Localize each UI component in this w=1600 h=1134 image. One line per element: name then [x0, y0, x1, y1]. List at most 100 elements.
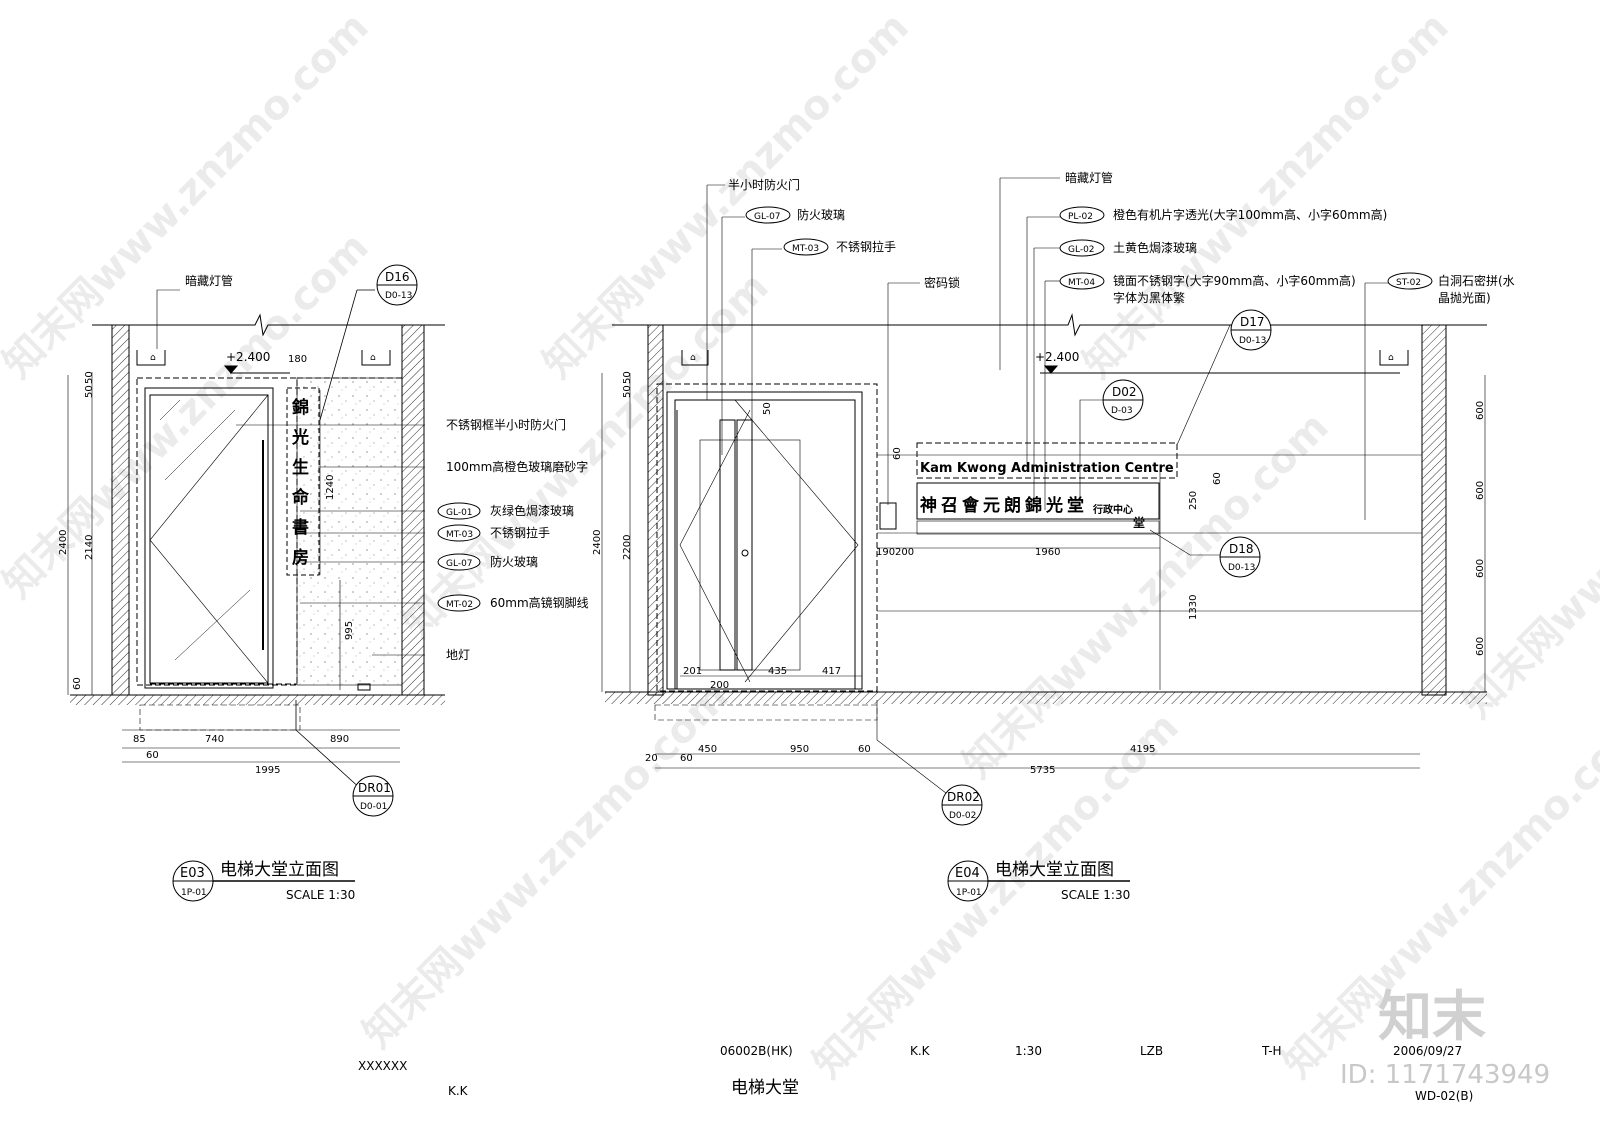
note-text: 不锈钢拉手 — [836, 239, 896, 254]
svg-text:GL-01: GL-01 — [446, 508, 473, 518]
sign-char: 房 — [292, 547, 309, 568]
dim-text: 60 — [1212, 472, 1223, 485]
e03-title: E03 1P-01 电梯大堂立面图 SCALE 1:30 — [172, 860, 355, 902]
svg-text:⌂: ⌂ — [1388, 353, 1394, 363]
material-tag: MT-02 — [437, 594, 481, 612]
svg-text:DR01: DR01 — [358, 781, 391, 795]
dim-text: 60 — [680, 753, 693, 764]
sign-english: Kam Kwong Administration Centre — [920, 461, 1174, 476]
dim-text: 190 — [876, 547, 895, 558]
dim-text: 201 — [683, 666, 702, 677]
material-tag: MT-03 — [437, 524, 481, 542]
dim-text: 60 — [858, 744, 871, 755]
material-tag: ST-02 — [1387, 272, 1433, 290]
note-text: 地灯 — [446, 648, 470, 662]
dim-text: 1995 — [255, 765, 280, 776]
svg-text:MT-03: MT-03 — [446, 530, 473, 540]
svg-text:D17: D17 — [1240, 315, 1265, 329]
dim-text: 417 — [822, 666, 841, 677]
note-text: 防火玻璃 — [797, 207, 845, 222]
callout-d18: D18 D0-13 — [1219, 536, 1261, 578]
note-text: 白洞石密拼(水 — [1438, 273, 1515, 288]
dim-text: 435 — [768, 666, 787, 677]
dim-text: 180 — [288, 354, 307, 365]
note-text: 半小时防火门 — [728, 177, 800, 192]
svg-text:D02: D02 — [1112, 385, 1137, 399]
drawn-by: K.K — [910, 1044, 931, 1058]
dim-text: 50 — [762, 402, 773, 415]
dim-text: 50 — [622, 385, 633, 398]
sign-char: 命 — [291, 487, 310, 508]
callout-d17: D17 D0-13 — [1230, 309, 1272, 351]
scale-label: SCALE 1:30 — [286, 888, 355, 902]
brand-id: ID: 1171743949 — [1340, 1060, 1550, 1090]
svg-text:PL-02: PL-02 — [1068, 212, 1093, 222]
dim-text: 890 — [330, 734, 349, 745]
dim-text: 740 — [205, 734, 224, 745]
title-block: XXXXXX 06002B(HK) K.K 1:30 LZB T-H 2006/… — [358, 1044, 1473, 1103]
material-tag: GL-07 — [745, 206, 791, 224]
hidden-light-label: 暗藏灯管 — [185, 273, 233, 288]
note-text: 100mm高橙色玻璃磨砂字 — [446, 459, 588, 474]
svg-text:D-03: D-03 — [1111, 406, 1133, 416]
svg-text:⌂: ⌂ — [150, 353, 156, 363]
watermark-text: 知末网www.znzmo.com — [355, 674, 738, 1057]
sign-char: 錦 — [292, 397, 309, 418]
material-tag: PL-02 — [1059, 206, 1105, 224]
e04-annotations: 半小时防火门 GL-07 防火玻璃 MT-03 不锈钢拉手 密码锁 暗藏灯管 P… — [592, 170, 1515, 826]
dim-text: 250 — [1188, 491, 1199, 510]
dim-text: 60 — [72, 677, 83, 690]
dim-text: 60 — [146, 750, 159, 761]
dim-text: 995 — [344, 621, 355, 640]
title-tag: E03 — [180, 866, 205, 881]
elevation-e04: ⌂ ⌂ — [601, 177, 1487, 801]
material-tag: GL-02 — [1059, 239, 1105, 257]
dim-text: 4195 — [1130, 744, 1155, 755]
svg-text:MT-03: MT-03 — [792, 244, 819, 254]
note-text: 不锈钢拉手 — [490, 525, 550, 540]
svg-text:D0-13: D0-13 — [1239, 336, 1266, 346]
dim-text: 2140 — [84, 535, 95, 560]
dim-text: 50 — [84, 371, 95, 384]
e03-annotations: 暗藏灯管 +2.400 錦 光 生 命 書 房 D16 D0-13 DR01 D… — [58, 264, 589, 817]
dim-text: 200 — [710, 680, 729, 691]
dim-text: 950 — [790, 744, 809, 755]
dim-text: 600 — [1475, 637, 1486, 656]
designer: K.K — [448, 1084, 469, 1098]
dim-text: 600 — [1475, 559, 1486, 578]
dim-text: 450 — [698, 744, 717, 755]
note-text: 不锈钢框半小时防火门 — [446, 417, 566, 432]
svg-text:D0-02: D0-02 — [949, 811, 976, 821]
svg-text:DR02: DR02 — [947, 790, 980, 804]
drawing-scale: 1:30 — [1015, 1044, 1042, 1058]
scale-label: SCALE 1:30 — [1061, 888, 1130, 902]
sign-small-a: 行政中心 — [1092, 503, 1133, 516]
elevation-e03: ⌂ ⌂ — [67, 289, 445, 791]
drawing-date: 2006/09/27 — [1393, 1044, 1462, 1058]
material-tag: MT-03 — [783, 238, 829, 256]
note-text: 60mm高镜钢脚线 — [490, 595, 589, 610]
note-text: 土黄色焗漆玻璃 — [1113, 240, 1197, 255]
elevation-title: 电梯大堂立面图 — [995, 860, 1114, 880]
dim-text: 2400 — [592, 530, 603, 555]
dim-text: 600 — [1475, 481, 1486, 500]
title-ref: 1P-01 — [956, 888, 982, 898]
e04-title: E04 1P-01 电梯大堂立面图 SCALE 1:30 — [947, 860, 1130, 902]
svg-text:GL-07: GL-07 — [446, 559, 473, 569]
dim-text: 2400 — [58, 530, 69, 555]
sign-char: 書 — [292, 517, 309, 538]
dim-text: 1960 — [1035, 547, 1060, 558]
svg-text:MT-04: MT-04 — [1068, 278, 1095, 288]
svg-text:⌂: ⌂ — [370, 353, 376, 363]
note-text: 灰绿色焗漆玻璃 — [490, 503, 574, 518]
vertical-sign: 錦 光 生 命 書 房 — [291, 397, 310, 568]
svg-text:⌂: ⌂ — [690, 353, 696, 363]
dim-text: 60 — [892, 447, 903, 460]
brand-watermark: 知末 ID: 1171743949 — [1340, 985, 1550, 1090]
svg-text:ST-02: ST-02 — [1396, 278, 1421, 288]
drawing-number: WD-02(B) — [1415, 1089, 1473, 1103]
sign-small-b: 堂 — [1133, 515, 1145, 530]
watermark-text: 知末网www.znzmo.com — [0, 4, 378, 387]
